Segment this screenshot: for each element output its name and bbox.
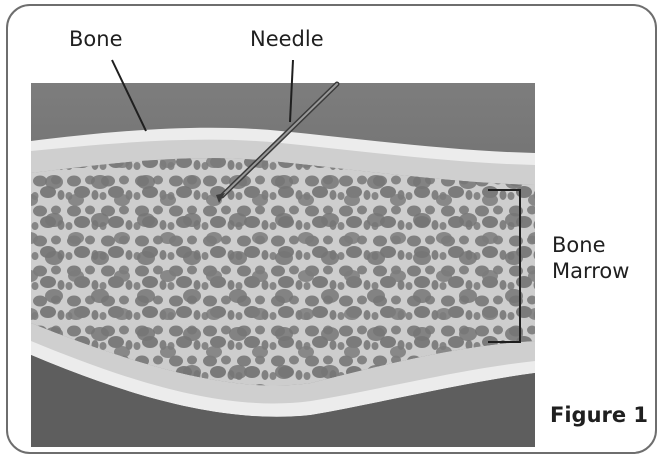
bone-marrow-label-line2: Marrow [552,258,629,284]
bone-cross-section-illustration [31,83,535,447]
bone-marrow-label-line1: Bone [552,232,629,258]
needle-label: Needle [250,26,324,52]
bone-label: Bone [69,26,122,52]
bone-marrow-label: Bone Marrow [552,232,629,284]
figure-caption: Figure 1 [550,403,648,427]
